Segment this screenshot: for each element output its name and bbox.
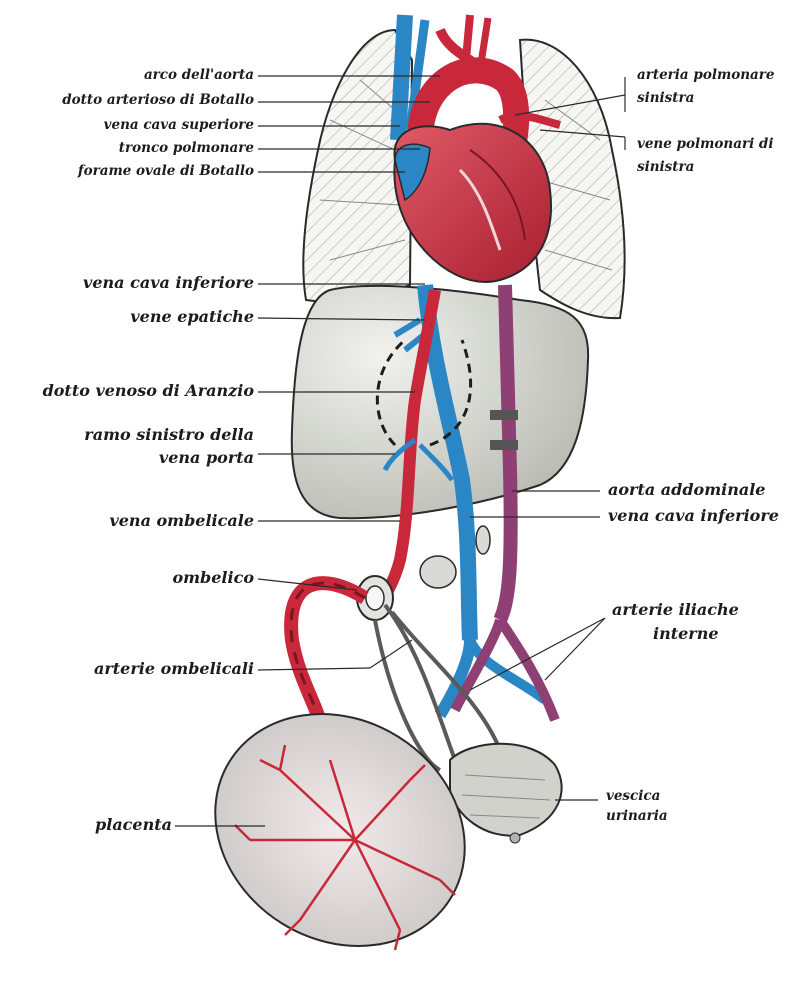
- label-arco-aorta: arco dell'aorta: [144, 67, 254, 83]
- label-arterie-ombelicali: arterie ombelicali: [94, 659, 254, 678]
- label-vescica-line1: vescica: [606, 788, 660, 804]
- label-vene-polmonari-line2: sinistra: [637, 159, 694, 175]
- label-placenta: placenta: [95, 815, 172, 834]
- gallbladder: [420, 526, 490, 588]
- label-forame-ovale: forame ovale di Botallo: [78, 163, 254, 179]
- label-ombelico: ombelico: [172, 568, 254, 587]
- label-vena-cava-inferiore-right: vena cava inferiore: [608, 506, 779, 525]
- label-arterie-iliache-line1: arterie iliache: [612, 600, 739, 619]
- label-tronco-polmonare: tronco polmonare: [119, 140, 254, 156]
- label-vena-cava-superiore: vena cava superiore: [104, 117, 254, 133]
- label-arteria-polmonare-line2: sinistra: [637, 90, 694, 106]
- label-vena-cava-inferiore-left: vena cava inferiore: [83, 273, 254, 292]
- urinary-bladder: [450, 744, 562, 843]
- label-vena-ombelicale: vena ombelicale: [109, 511, 254, 530]
- label-dotto-venoso: dotto venoso di Aranzio: [43, 381, 254, 400]
- label-aorta-addominale: aorta addominale: [608, 480, 765, 499]
- label-vescica-line2: urinaria: [606, 808, 668, 824]
- label-arterie-iliache-line2: interne: [653, 624, 719, 643]
- label-vene-polmonari-line1: vene polmonari di: [637, 136, 773, 152]
- label-vene-epatiche: vene epatiche: [130, 307, 254, 326]
- label-ramo-sinistro-line1: ramo sinistro della: [84, 425, 254, 444]
- label-dotto-arterioso: dotto arterioso di Botallo: [62, 92, 254, 108]
- label-ramo-sinistro-line2: vena porta: [159, 448, 254, 467]
- label-arteria-polmonare-line1: arteria polmonare: [637, 67, 775, 83]
- heart: [394, 124, 551, 282]
